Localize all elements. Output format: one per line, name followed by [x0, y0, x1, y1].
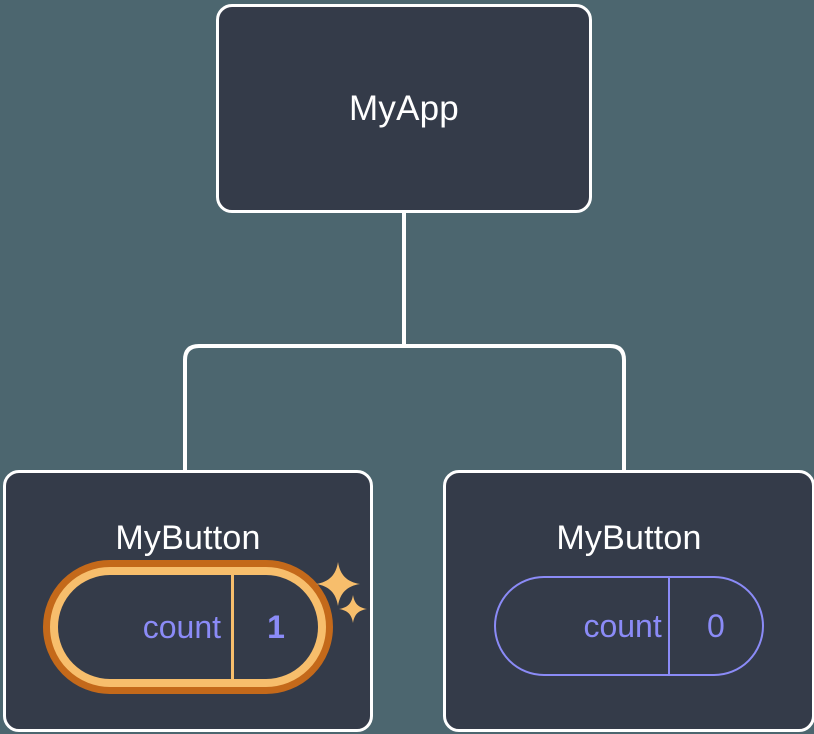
component-node-mybutton-left[interactable]: MyButton count 1	[3, 470, 373, 732]
state-pill[interactable]: count 0	[494, 576, 764, 676]
state-pill-inner: count 1	[58, 575, 318, 679]
state-value: 0	[706, 608, 725, 644]
state-key: count	[496, 578, 670, 674]
connector-bracket	[183, 344, 626, 471]
component-node-title: MyApp	[349, 89, 459, 128]
state-pill-highlighted[interactable]: count 1	[43, 560, 333, 694]
state-value: 1	[267, 609, 285, 645]
component-node-mybutton-right[interactable]: MyButton count 0	[443, 470, 814, 732]
state-key: count	[58, 575, 234, 679]
component-node-title: MyButton	[556, 519, 702, 557]
component-node-title: MyButton	[115, 519, 261, 557]
component-node-myapp[interactable]: MyApp	[216, 4, 592, 213]
